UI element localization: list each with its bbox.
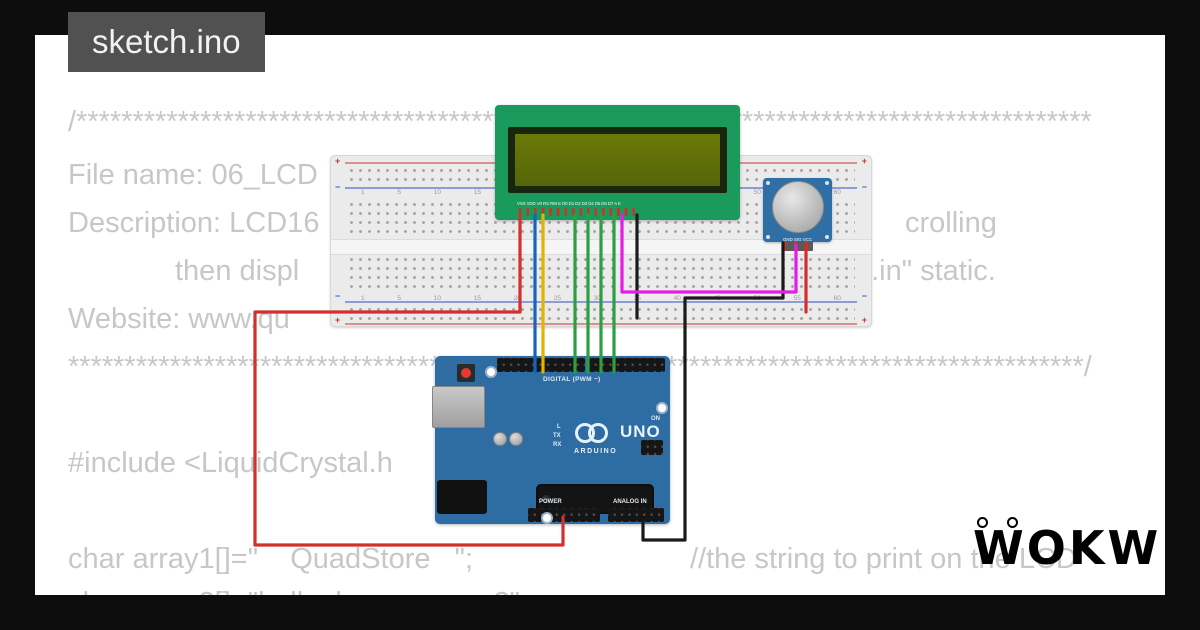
breadboard-terminal-rows-bottom <box>347 255 855 292</box>
pot-pin-header <box>783 241 813 251</box>
digital-pin-header-right <box>589 358 665 372</box>
tx-label: TX <box>553 433 561 439</box>
breadboard-rail-line-red <box>345 323 857 325</box>
lcd-pin-labels: VSS VDD V0 RS RW E D0 D1 D2 D3 D4 D5 D6 … <box>517 201 621 206</box>
breadboard-rail-bottom <box>347 305 855 324</box>
logo-dot-icon <box>1007 517 1018 528</box>
brand-label: ARDUINO <box>574 448 618 455</box>
breadboard-rail-line-blue <box>345 301 857 303</box>
screw-icon <box>825 235 829 239</box>
breadboard-column-number: 15 <box>473 189 481 196</box>
wokwi-logo-text: WOKWI <box>973 521 1165 575</box>
code-line: crolling <box>905 207 997 239</box>
breadboard-column-number: 10 <box>433 189 441 196</box>
code-line: //the string to print on the LCD <box>690 543 1077 575</box>
rail-minus-sign: − <box>335 182 341 192</box>
screw-icon <box>825 181 829 185</box>
reset-button[interactable] <box>457 364 475 382</box>
rail-plus-sign: + <box>861 156 867 166</box>
power-label: POWER <box>539 499 562 505</box>
rail-plus-sign: + <box>861 315 867 325</box>
analog-pin-header <box>608 508 664 522</box>
board-name: UNO <box>620 422 661 441</box>
mounting-hole <box>656 402 668 414</box>
digital-label: DIGITAL (PWM ~) <box>543 376 601 383</box>
code-line: char array2[]="hello, how are you?"; <box>68 586 528 595</box>
rail-plus-sign: + <box>335 315 341 325</box>
icsp-header <box>641 440 663 455</box>
wokwi-logo: WOKWI <box>973 517 1165 575</box>
arduino-uno[interactable]: DIGITAL (PWM ~) L TX RX UNO ARDUINO ON P… <box>432 356 670 524</box>
capacitor <box>493 432 507 446</box>
code-line: #include <LiquidCrystal.h <box>68 447 393 479</box>
arduino-infinity-logo-icon <box>575 423 615 443</box>
lcd-pin-header <box>519 208 639 216</box>
capacitor <box>509 432 523 446</box>
breadboard-column-number: 5 <box>397 189 401 196</box>
potentiometer[interactable]: GND SIG VCC <box>763 178 832 251</box>
rail-plus-sign: + <box>335 156 341 166</box>
led-l-label: L <box>557 424 561 430</box>
mounting-hole <box>541 512 553 524</box>
breadboard-column-number: 30 <box>593 295 601 302</box>
code-line: File name: 06_LCD <box>68 159 318 191</box>
breadboard-column-number: 60 <box>833 189 841 196</box>
lcd-screen <box>515 134 720 186</box>
breadboard-column-number: 60 <box>833 295 841 302</box>
file-tab-label: sketch.ino <box>92 23 241 60</box>
lcd-bezel <box>508 127 727 193</box>
code-line: e.in" static. <box>855 255 996 287</box>
editor-card: /***************************************… <box>35 35 1165 595</box>
rail-minus-sign: − <box>335 291 341 301</box>
code-line: char array1[]=" QuadStore "; <box>68 543 474 575</box>
analog-label: ANALOG IN <box>613 499 647 505</box>
rx-label: RX <box>553 442 562 448</box>
file-tab[interactable]: sketch.ino <box>68 12 265 72</box>
logo-dot-icon <box>977 517 988 528</box>
rail-minus-sign: − <box>861 291 867 301</box>
digital-pin-header-left <box>497 358 585 372</box>
code-line: then displ <box>175 255 300 287</box>
on-led-label: ON <box>651 416 660 422</box>
lcd1602-module[interactable]: VSS VDD V0 RS RW E D0 D1 D2 D3 D4 D5 D6 … <box>495 105 740 220</box>
pot-knob[interactable] <box>772 181 824 233</box>
code-line: Description: LCD16 <box>68 207 320 239</box>
code-line: Website: www.qu <box>68 303 290 335</box>
rail-minus-sign: − <box>861 182 867 192</box>
breadboard-column-number: 1 <box>361 189 365 196</box>
usb-connector <box>432 386 485 428</box>
mounting-hole <box>485 366 497 378</box>
breadboard-column-number: 55 <box>793 295 801 302</box>
screw-icon <box>766 181 770 185</box>
breadboard-column-number: 50 <box>753 189 761 196</box>
power-jack <box>437 480 487 514</box>
power-pin-header <box>528 508 600 522</box>
